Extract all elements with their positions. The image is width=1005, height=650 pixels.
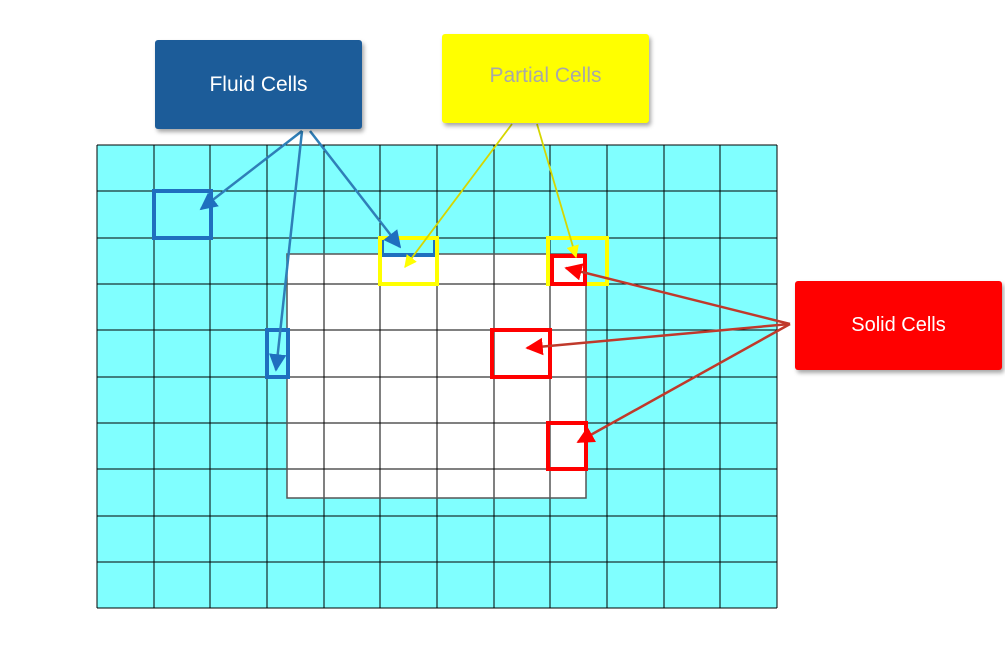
fluid-cell-highlight (265, 328, 290, 379)
fluid-cells-label-text: Fluid Cells (209, 72, 308, 96)
fluid-arrow (199, 130, 303, 211)
fluid-arrow (309, 130, 402, 249)
solid-cells-label: Solid Cells (795, 281, 1002, 370)
solid-arrow (525, 322, 791, 356)
partial-cells-label-text: Partial Cells (489, 63, 602, 87)
partial-cell-highlight (378, 236, 439, 286)
solid-arrows (525, 263, 791, 444)
partial-arrow (404, 123, 513, 269)
fluid-cell-highlight (152, 189, 213, 240)
solid-arrow (576, 322, 791, 444)
solid-arrow (564, 263, 791, 326)
fluid-arrow (269, 130, 304, 372)
fluid-cells-label: Fluid Cells (155, 40, 362, 129)
solid-cell-highlight (490, 328, 552, 379)
partial-cells-label: Partial Cells (442, 34, 649, 123)
solid-cell-highlight (546, 421, 588, 471)
partial-arrow (536, 123, 579, 259)
solid-cells-label-text: Solid Cells (851, 314, 946, 336)
partial-arrows (404, 123, 579, 269)
fluid-arrows (199, 130, 402, 372)
